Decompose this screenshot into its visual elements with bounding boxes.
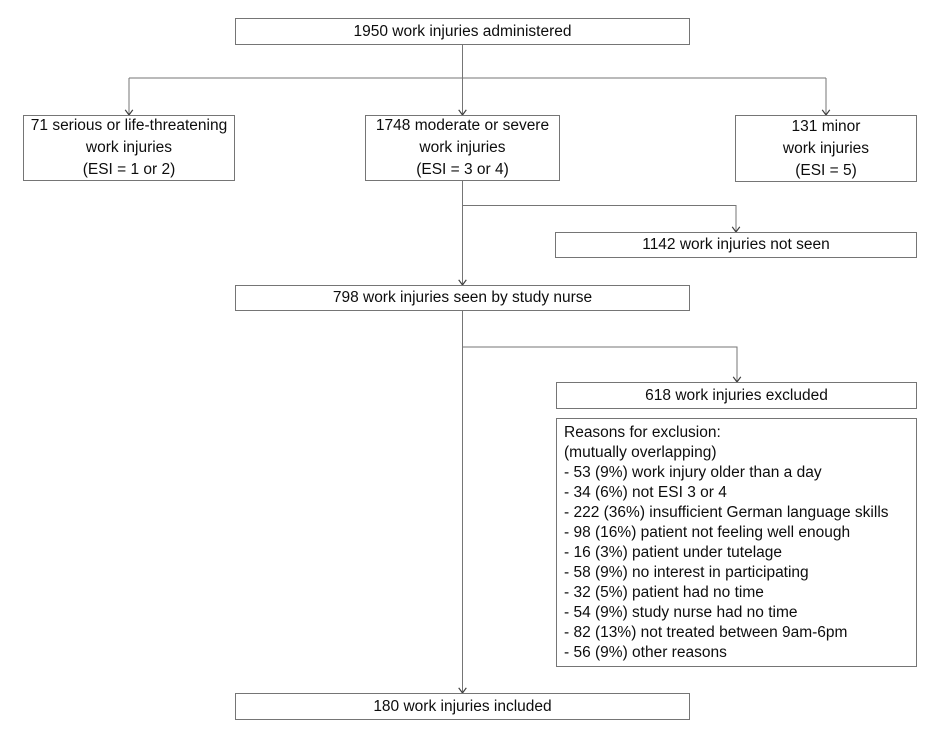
flow-box-reasons-line: - 58 (9%) no interest in participating <box>564 564 809 581</box>
flow-box-excluded: 618 work injuries excluded <box>556 382 917 409</box>
flow-box-minor-line: work injuries <box>782 139 870 157</box>
flow-box-reasons-line: - 222 (36%) insufficient German language… <box>564 504 889 521</box>
flow-box-excluded-line: 618 work injuries excluded <box>645 386 828 404</box>
flow-box-not-seen: 1142 work injuries not seen <box>555 232 917 258</box>
flow-box-reasons: Reasons for exclusion: (mutually overlapp… <box>556 418 917 667</box>
connector-branch-to-not-seen <box>462 205 737 232</box>
flow-box-minor-line: (ESI = 5) <box>795 161 857 179</box>
flow-box-serious: 71 serious or life-threatening work injur… <box>23 115 235 181</box>
flow-box-reasons-line: - 56 (9%) other reasons <box>564 644 727 661</box>
flow-box-included: 180 work injuries included <box>235 693 690 720</box>
flow-box-reasons-line: - 98 (16%) patient not feeling well enou… <box>564 524 851 541</box>
flow-box-serious-line: work injuries <box>85 139 173 156</box>
flow-box-serious-line: (ESI = 1 or 2) <box>82 161 176 178</box>
flow-box-moderate: 1748 moderate or severe work injuries (ESI… <box>365 115 560 181</box>
flow-box-administered-line: 1950 work injuries administered <box>353 22 572 40</box>
flow-box-seen-line: 798 work injuries seen by study nurse <box>332 289 593 306</box>
flow-box-reasons-line: - 34 (6%) not ESI 3 or 4 <box>564 484 727 501</box>
flow-box-reasons-line: (mutually overlapping) <box>564 444 717 461</box>
flow-box-reasons-line: - 82 (13%) not treated between 9am-6pm <box>564 624 848 641</box>
flow-box-reasons-line: Reasons for exclusion: <box>564 424 721 441</box>
flow-box-seen: 798 work injuries seen by study nurse <box>235 285 690 311</box>
flow-box-reasons-line: - 53 (9%) work injury older than a day <box>564 464 822 481</box>
connector-branch-to-excluded <box>462 346 738 382</box>
flow-box-included-line: 180 work injuries included <box>373 697 552 715</box>
flow-box-moderate-line: 1748 moderate or severe <box>375 117 550 134</box>
flow-box-moderate-line: (ESI = 3 or 4) <box>416 161 509 178</box>
flow-box-minor-line: 131 minor <box>791 117 861 135</box>
flow-box-moderate-line: work injuries <box>419 139 506 156</box>
flow-box-serious-line: 71 serious or life-threatening <box>30 117 228 134</box>
flow-box-reasons-line: - 16 (3%) patient under tutelage <box>564 544 782 561</box>
flow-box-administered: 1950 work injuries administered <box>235 18 690 45</box>
flow-box-not-seen-line: 1142 work injuries not seen <box>642 236 830 253</box>
flow-box-reasons-line: - 32 (5%) patient had no time <box>564 584 764 601</box>
flow-box-reasons-line: - 54 (9%) study nurse had no time <box>564 604 798 621</box>
flow-box-minor: 131 minor work injuries (ESI = 5) <box>735 115 917 182</box>
